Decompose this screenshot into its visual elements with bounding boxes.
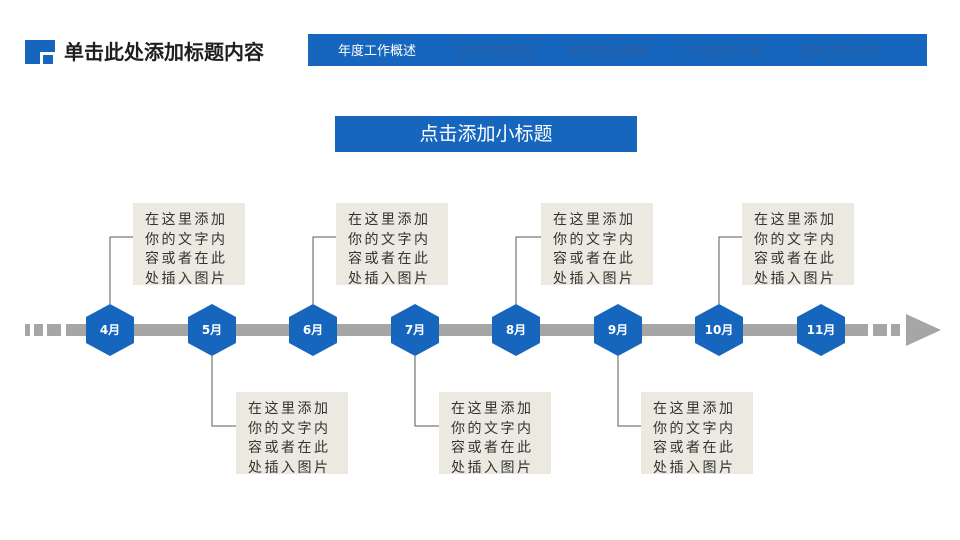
nav-item-shortcomings[interactable]: 工作存在不足: [684, 44, 763, 59]
note-line: 在这里添加: [754, 212, 837, 228]
note-line: 在这里添加: [451, 401, 534, 417]
note-box[interactable]: 在这里添加 你的文字内 容或者在此 处插入图片: [133, 203, 245, 287]
axis-dash: [873, 324, 887, 336]
note-line: 在这里添加: [145, 212, 228, 228]
note-line: 处插入图片: [754, 270, 837, 287]
note-line: 容或者在此: [348, 251, 431, 267]
note-line: 处插入图片: [653, 459, 736, 476]
note-box[interactable]: 在这里添加 你的文字内 容或者在此 处插入图片: [742, 203, 854, 287]
page-title: 单击此处添加标题内容: [64, 40, 264, 64]
note-line: 你的文字内: [553, 231, 636, 248]
note-box[interactable]: 在这里添加 你的文字内 容或者在此 处插入图片: [336, 203, 448, 287]
logo-icon: [25, 40, 55, 64]
note-line: 容或者在此: [145, 251, 228, 267]
note-box[interactable]: 在这里添加 你的文字内 容或者在此 处插入图片: [641, 392, 753, 476]
note-line: 你的文字内: [248, 420, 331, 437]
connector-line: [617, 356, 641, 427]
hexagon-marker: [391, 304, 439, 356]
note-line: 容或者在此: [553, 251, 636, 267]
nav-item-projects[interactable]: 成功项目展示: [570, 44, 649, 59]
note-line: 容或者在此: [451, 440, 534, 456]
axis-dash: [34, 324, 43, 336]
month-label: 6月: [302, 323, 324, 337]
note-line: 处插入图片: [145, 270, 228, 287]
connector-line: [515, 236, 541, 304]
hexagon-marker: [695, 304, 743, 356]
note-line: 在这里添加: [348, 212, 431, 228]
hexagon-marker: [289, 304, 337, 356]
note-line: 处插入图片: [348, 270, 431, 287]
note-line: 容或者在此: [248, 440, 331, 456]
connector-line: [211, 356, 236, 427]
connector-line: [718, 236, 742, 304]
note-line: 容或者在此: [754, 251, 837, 267]
nav-item-next-year-plan[interactable]: 明年工作计划: [800, 44, 879, 59]
note-line: 在这里添加: [553, 212, 636, 228]
nav-item-overview[interactable]: 年度工作概述: [338, 44, 417, 59]
axis-arrow: [906, 314, 941, 346]
note-line: 你的文字内: [653, 420, 736, 437]
subtitle-box: 点击添加小标题: [335, 116, 637, 152]
month-label: 11月: [806, 323, 836, 337]
hexagon-marker: [797, 304, 845, 356]
note-line: 在这里添加: [653, 401, 736, 417]
month-label: 9月: [607, 323, 629, 337]
month-label: 10月: [704, 323, 734, 337]
note-line: 容或者在此: [653, 440, 736, 456]
note-box[interactable]: 在这里添加 你的文字内 容或者在此 处插入图片: [439, 392, 551, 476]
connector-line: [414, 356, 439, 427]
axis-line: [66, 324, 868, 336]
note-line: 处插入图片: [248, 459, 331, 476]
nav-bar: 年度工作概述 工作完成情况 成功项目展示 工作存在不足 明年工作计划: [308, 34, 927, 66]
note-box[interactable]: 在这里添加 你的文字内 容或者在此 处插入图片: [541, 203, 653, 287]
connector-line: [109, 236, 133, 304]
note-line: 处插入图片: [451, 459, 534, 476]
month-label: 4月: [99, 323, 121, 337]
month-label: 5月: [201, 323, 223, 337]
month-label: 7月: [404, 323, 426, 337]
axis-dash: [25, 324, 30, 336]
hexagon-marker: [86, 304, 134, 356]
note-line: 在这里添加: [248, 401, 331, 417]
note-line: 你的文字内: [451, 420, 534, 437]
nav-item-completion[interactable]: 工作完成情况: [456, 44, 535, 59]
month-label: 8月: [505, 323, 527, 337]
note-line: 处插入图片: [553, 270, 636, 287]
hexagon-marker: [594, 304, 642, 356]
hexagon-marker: [188, 304, 236, 356]
note-box[interactable]: 在这里添加 你的文字内 容或者在此 处插入图片: [236, 392, 348, 476]
note-line: 你的文字内: [348, 231, 431, 248]
note-line: 你的文字内: [145, 231, 228, 248]
axis-dash: [47, 324, 61, 336]
connector-line: [312, 236, 336, 304]
note-line: 你的文字内: [754, 231, 837, 248]
hexagon-marker: [492, 304, 540, 356]
axis-dash: [891, 324, 900, 336]
